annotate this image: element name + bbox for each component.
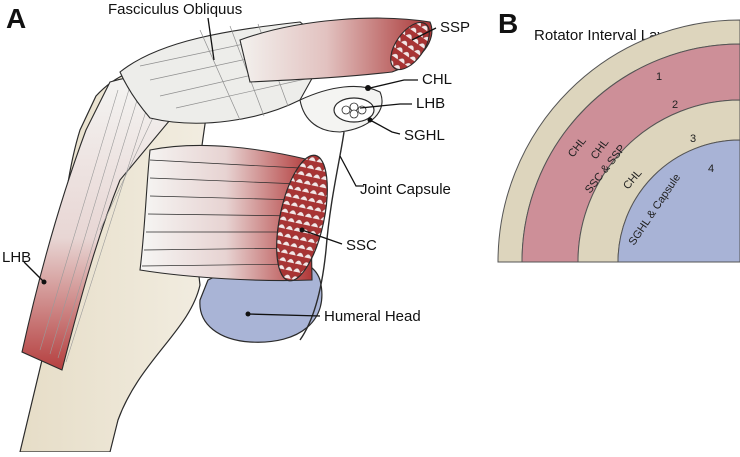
fasciculus-label: Fasciculus Obliquus <box>108 1 242 18</box>
joint-capsule-label: Joint Capsule <box>360 181 451 198</box>
panel-b-letter: B <box>498 8 518 39</box>
joint-capsule-outline <box>299 131 345 341</box>
ssc-fibers <box>141 159 301 267</box>
chl-label: CHL <box>422 71 452 88</box>
layer-4-number: 4 <box>708 163 714 175</box>
ssc-dot <box>299 227 305 233</box>
lhb-left-label: LHB <box>2 249 31 266</box>
humeral-head-label: Humeral Head <box>324 308 421 325</box>
ssp-leader <box>411 27 437 41</box>
ssc-leader <box>301 229 343 245</box>
humeral-head-dot <box>245 311 251 317</box>
lhb-left-leader <box>23 261 45 283</box>
panel-a: A <box>2 1 470 453</box>
ssc-cut-surface <box>276 154 328 282</box>
chl-leader <box>369 79 418 89</box>
panel-a-letter: A <box>6 3 26 34</box>
joint-capsule-leader <box>339 155 364 187</box>
layer-4-band <box>617 139 740 263</box>
lhb-top-leader <box>359 103 412 109</box>
sghl-label: SGHL <box>404 127 445 144</box>
sghl-leader <box>369 119 401 135</box>
ssp-muscle <box>239 17 433 83</box>
ssp-label: SSP <box>440 19 470 36</box>
chl-dot <box>365 85 371 91</box>
layer-3-number: 3 <box>690 133 696 145</box>
ssc-label: SSC <box>346 237 377 254</box>
layer-2-number: 2 <box>672 99 678 111</box>
panel-b: B Rotator Interval Layers 1 2 3 4 CHL CH… <box>497 8 740 263</box>
lhb-top-label: LHB <box>416 95 445 112</box>
fasciculus-leader <box>207 17 215 61</box>
lhb-left-dot <box>41 279 47 285</box>
layer-1-number: 1 <box>656 71 662 83</box>
ssp-cut-surface <box>390 21 430 71</box>
humeral-head-leader <box>247 313 321 317</box>
